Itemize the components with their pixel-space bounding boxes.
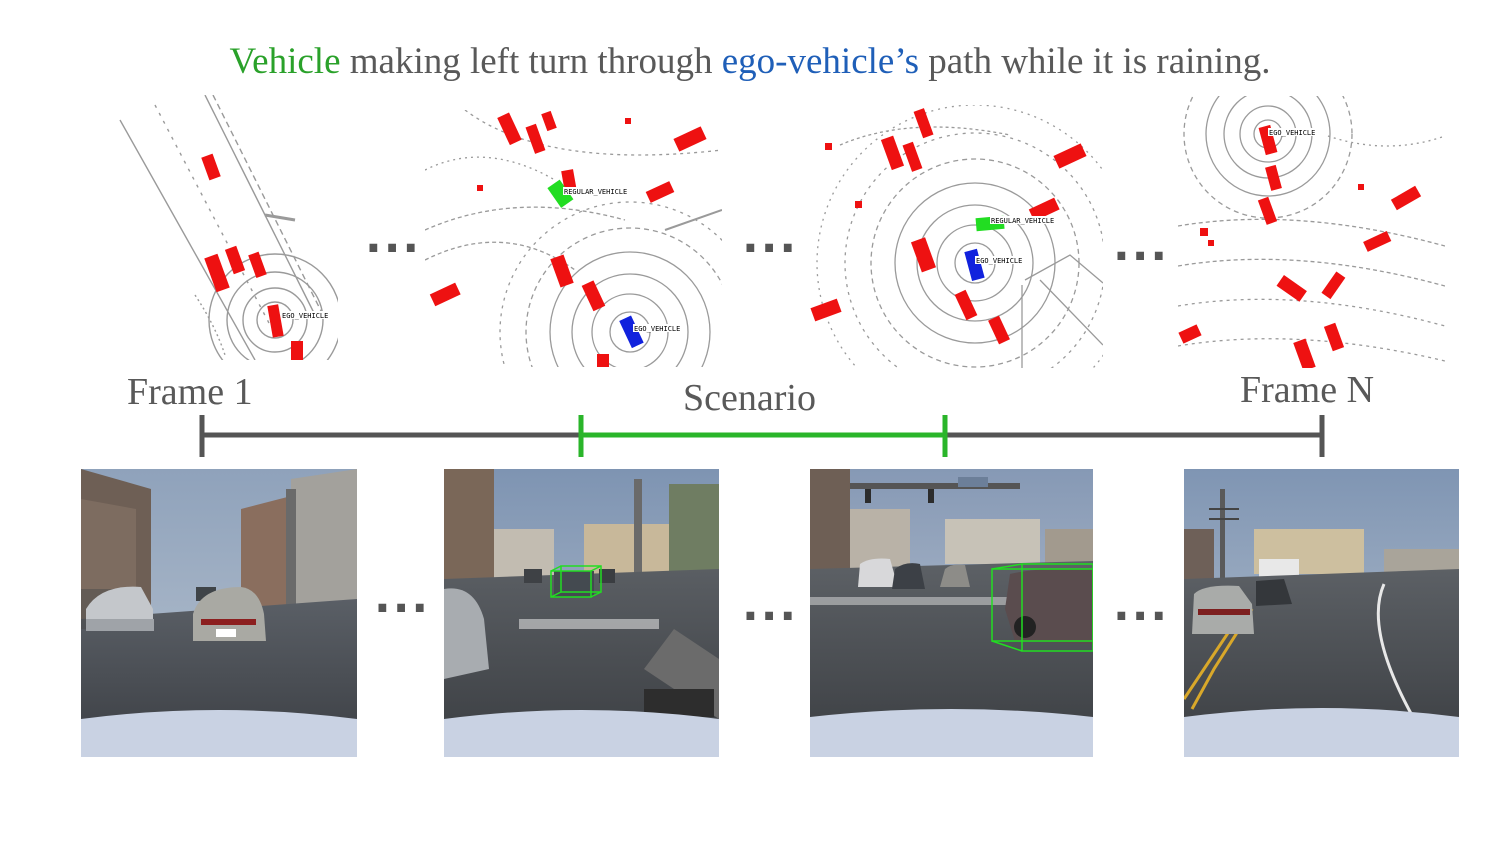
camera-frame-3 — [810, 469, 1093, 757]
lidar-frame-2: REGULAR_VEHICLE EGO_VEHICLE — [425, 110, 722, 367]
lidar-2-tag-ego: EGO_VEHICLE — [634, 325, 680, 333]
lidar-4-tag-ego: EGO_VEHICLE — [1269, 129, 1315, 137]
ellipsis-lidar-2: ... — [742, 212, 799, 263]
camera-frame-1 — [81, 469, 357, 757]
lidar-frame-1: EGO_VEHICLE — [95, 95, 338, 360]
ellipsis-camera-2: ... — [742, 580, 799, 631]
frame-n-label: Frame N — [1240, 369, 1375, 411]
scenario-caption: Vehicle making left turn through ego-veh… — [0, 40, 1500, 83]
lidar-frame-4: EGO_VEHICLE — [1178, 96, 1445, 368]
scenario-label: Scenario — [683, 377, 816, 419]
caption-middle: making left turn through — [340, 41, 722, 82]
camera-frame-4 — [1184, 469, 1459, 757]
camera-frame-2 — [444, 469, 719, 757]
ellipsis-lidar-3: ... — [1113, 220, 1170, 271]
ellipsis-lidar-1: ... — [365, 212, 422, 263]
lidar-3-tag-regular: REGULAR_VEHICLE — [991, 217, 1054, 225]
lidar-2-tag-regular: REGULAR_VEHICLE — [564, 188, 627, 196]
caption-ego: ego-vehicle’s — [721, 41, 919, 82]
caption-end: path while it is raining. — [919, 41, 1271, 82]
caption-actor: Vehicle — [229, 41, 341, 82]
ellipsis-camera-3: ... — [1113, 580, 1170, 631]
lidar-1-tag-ego: EGO_VEHICLE — [282, 312, 328, 320]
ellipsis-camera-1: ... — [374, 572, 431, 623]
lidar-frame-3: REGULAR_VEHICLE EGO_VEHICLE — [810, 105, 1103, 368]
frame-1-label: Frame 1 — [127, 371, 253, 413]
lidar-3-tag-ego: EGO_VEHICLE — [976, 257, 1022, 265]
